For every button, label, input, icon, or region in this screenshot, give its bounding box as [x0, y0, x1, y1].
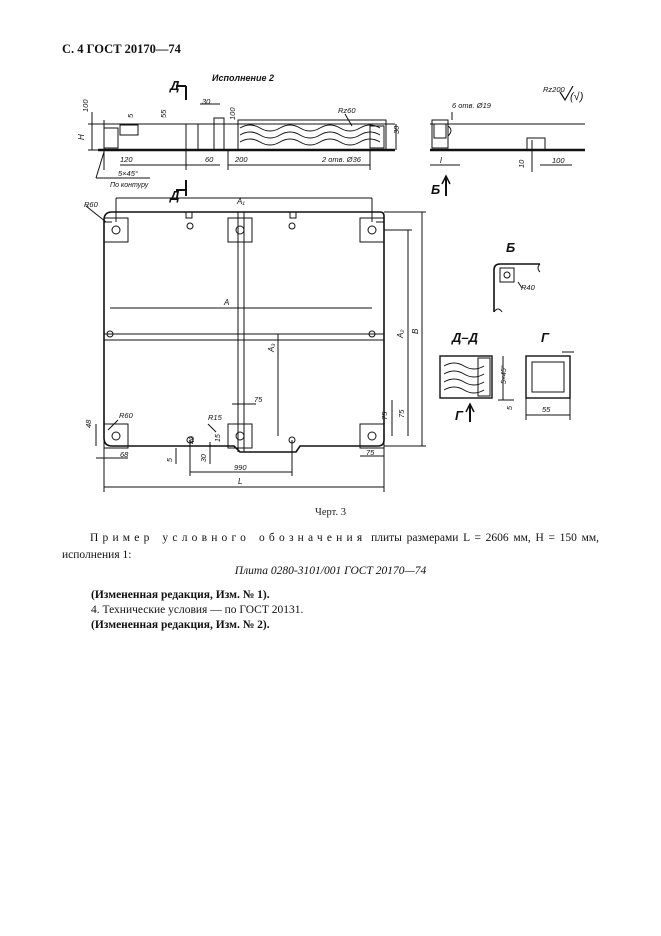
example-text: плиты размерами L = 2606 мм, H = 150 мм,…	[62, 532, 599, 561]
dim-perimeter: По контуру	[110, 182, 149, 189]
dim-R40: R40	[521, 283, 536, 292]
dim-100: 100	[81, 99, 90, 112]
plan-view	[85, 197, 426, 492]
section-mark-d-bottom: Д	[169, 188, 180, 203]
dim-A1: A₁	[236, 197, 245, 206]
dim-120: 120	[120, 155, 133, 164]
dim-L: L	[238, 477, 242, 486]
edit-note-1: (Измененная редакция, Изм. № 1).	[91, 589, 270, 601]
dim-100-c: 100	[552, 156, 565, 165]
execution-title: Исполнение 2	[212, 73, 274, 83]
dim-15: 15	[215, 434, 222, 442]
page-header: С. 4 ГОСТ 20170—74	[62, 42, 181, 56]
technical-drawing: Исполнение 2 Д Д Б Б Д–Д Г Г Rz60 Rz200 …	[77, 73, 585, 492]
dim-40: 40	[189, 436, 196, 444]
roughness-check: (√)	[570, 91, 584, 103]
roughness-rz60: Rz60	[338, 106, 356, 115]
technical-conditions-item: 4. Технические условия — по ГОСТ 20131.	[91, 604, 304, 616]
dim-A2: A₂	[396, 330, 405, 339]
section-mark-b: Б	[431, 182, 440, 197]
dim-75-d: 75	[397, 409, 406, 418]
designation-line: Плита 0280-3101/001 ГОСТ 20170—74	[234, 565, 427, 577]
section-mark-d-top: Д	[169, 78, 180, 93]
dim-B: B	[411, 328, 420, 334]
dim-R60-a: R60	[84, 200, 99, 209]
detail-b-view	[493, 263, 541, 313]
dim-48: 48	[84, 419, 93, 428]
dim-55: 55	[159, 109, 168, 118]
dim-5-c: 5	[507, 406, 514, 410]
roughness-rz200: Rz200	[543, 85, 566, 94]
dim-990: 990	[234, 463, 247, 472]
dim-75-b: 75	[380, 411, 389, 420]
section-dd-view	[439, 355, 514, 422]
dim-R15: R15	[208, 413, 223, 422]
figure-caption: Черт. 3	[315, 507, 346, 518]
edit-note-2: (Измененная редакция, Изм. № 2).	[91, 619, 270, 631]
dim-30-b: 30	[392, 125, 401, 134]
view-g	[525, 351, 574, 420]
example-lead: Пример условного обозначения	[90, 532, 367, 544]
designation-example-paragraph: Пример условного обозначения плиты разме…	[62, 530, 599, 564]
dim-A3: A₃	[267, 343, 276, 353]
dim-l: l	[440, 156, 442, 165]
detail-title-b: Б	[506, 240, 515, 255]
dim-chamfer: 5×45°	[118, 169, 138, 178]
dim-55-b: 55	[542, 405, 551, 414]
dim-A: A	[223, 298, 229, 307]
dim-60: 60	[205, 155, 214, 164]
side-section-view	[88, 85, 397, 196]
dim-holes: 2 отв. Ø36	[321, 155, 362, 164]
dim-chamfer-2: 5×45°	[500, 365, 508, 384]
dim-30-a: 30	[202, 97, 211, 106]
dim-5-b: 5	[167, 458, 174, 462]
view-title-g: Г	[541, 330, 550, 345]
dim-10: 10	[517, 159, 526, 168]
dim-30-c: 30	[201, 454, 208, 462]
dim-opening: 6 отв. Ø19	[452, 101, 492, 110]
dim-5: 5	[126, 113, 135, 118]
dim-R60-b: R60	[119, 411, 134, 420]
notes-block: (Измененная редакция, Изм. № 1). 4. Техн…	[91, 588, 303, 633]
dim-75-c: 75	[366, 448, 375, 457]
end-detail-view	[430, 85, 585, 196]
dim-68: 68	[120, 450, 129, 459]
dim-100-b: 100	[228, 107, 237, 120]
section-title-dd: Д–Д	[451, 330, 479, 345]
dim-H: H	[77, 134, 86, 140]
dim-200: 200	[234, 155, 248, 164]
dim-75-a: 75	[254, 395, 263, 404]
section-mark-g: Г	[455, 408, 464, 423]
